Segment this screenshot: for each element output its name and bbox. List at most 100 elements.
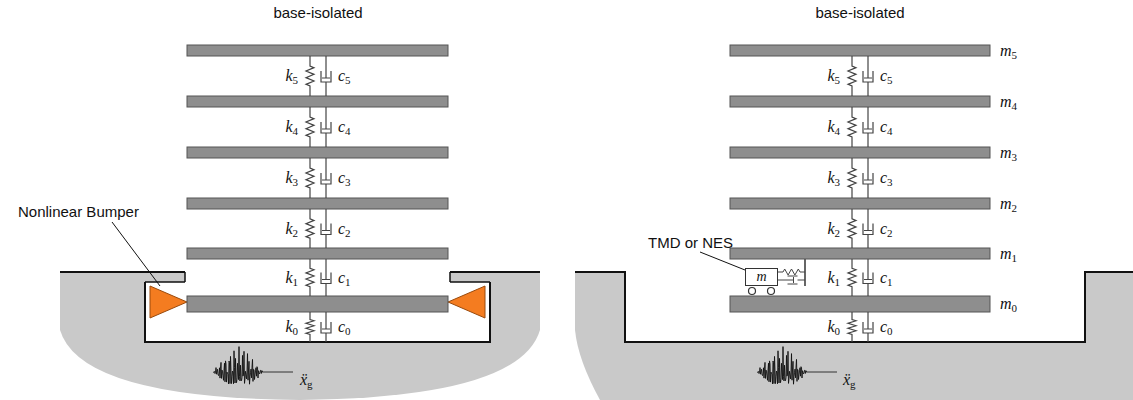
symbol-label: c1 [338,269,351,287]
symbol-subscript: 5 [345,74,351,86]
symbol-letter: c [880,169,887,186]
floor-slab [730,198,990,209]
spring-symbol [848,56,856,96]
symbol-letter: k [827,318,834,335]
damper-symbol [321,56,331,96]
symbol-label: c4 [338,118,351,136]
leader-line [112,222,160,286]
floor-slab [187,296,448,312]
spring-symbol [848,312,856,342]
symbol-label: k4 [285,118,298,136]
symbol-letter: c [880,318,887,335]
symbol-letter: c [880,220,887,237]
symbol-label: c3 [338,169,351,187]
ground-motion-record [757,347,837,385]
symbol-label: c2 [880,220,893,238]
caption-label: base-isolated [815,5,904,22]
tmd-wheel [768,288,775,295]
symbol-subscript: 2 [1012,202,1018,214]
symbol-subscript: 3 [887,176,893,188]
mass-label: m [756,270,766,284]
symbol-subscript: 5 [887,74,893,86]
symbol-subscript: 1 [887,276,893,288]
symbol-label: c0 [880,318,893,336]
damper-symbol [863,209,873,248]
symbol-subscript: 4 [1012,100,1018,112]
floor-slab [730,147,990,158]
damper-symbol [863,158,873,198]
floor-slab [187,45,448,56]
symbol-letter: k [827,269,834,286]
floor-slab [730,96,990,107]
symbol-label: k2 [827,220,840,238]
symbol-letter: k [285,318,292,335]
symbol-letter: c [338,118,345,135]
spring-symbol [306,259,314,296]
symbol-label: c5 [338,67,351,85]
symbol-label: k2 [285,220,298,238]
symbol-subscript: 2 [293,227,299,239]
caption-label: base-isolated [273,5,362,22]
symbol-letter: c [880,269,887,286]
symbol-letter: ẍ [843,371,850,388]
spring-symbol [306,312,314,342]
symbol-letter: m [1000,144,1012,161]
symbol-label: m3 [1000,144,1017,162]
spring-symbol [848,158,856,198]
caption-label: TMD or NES [648,235,733,252]
symbol-label: k0 [285,318,298,336]
symbol-letter: k [285,118,292,135]
symbol-subscript: 4 [293,125,299,137]
nonlinear-bumper [448,286,485,318]
symbol-label: k1 [285,269,298,287]
symbol-label: k3 [827,169,840,187]
symbol-subscript: 1 [835,276,841,288]
symbol-letter: ẍ [300,371,307,388]
symbol-label: m0 [1000,295,1017,313]
symbol-subscript: 3 [1012,151,1018,163]
damper-symbol [863,312,873,342]
symbol-subscript: 3 [345,176,351,188]
symbol-label: k4 [827,118,840,136]
symbol-subscript: 2 [887,227,893,239]
symbol-subscript: 1 [1012,252,1018,264]
symbol-letter: m [1000,245,1012,262]
ground-motion-record [213,347,293,385]
spring-symbol [306,158,314,198]
symbol-letter: c [338,318,345,335]
symbol-letter: c [338,67,345,84]
symbol-letter: m [1000,195,1012,212]
symbol-subscript: 1 [293,276,299,288]
symbol-label: c5 [880,67,893,85]
symbol-subscript: 5 [1012,49,1018,61]
symbol-letter: m [1000,295,1012,312]
symbol-letter: c [880,67,887,84]
symbol-letter: c [338,220,345,237]
symbol-letter: c [338,169,345,186]
symbol-label: c4 [880,118,893,136]
damper-symbol [321,158,331,198]
floor-slab [730,248,990,259]
spring-symbol [306,107,314,147]
symbol-subscript: 0 [293,325,299,337]
symbol-label: k3 [285,169,298,187]
symbol-label: k5 [285,67,298,85]
ground-ledge [145,272,490,282]
symbol-subscript: 5 [293,74,299,86]
pit [145,282,490,342]
symbol-label: m5 [1000,42,1017,60]
symbol-subscript: 0 [887,325,893,337]
tmd-spring [778,269,805,275]
symbol-letter: k [285,269,292,286]
symbol-subscript: 1 [345,276,351,288]
symbol-subscript: 2 [345,227,351,239]
damper-symbol [321,107,331,147]
caption-label: Nonlinear Bumper [18,204,139,221]
symbol-letter: k [827,67,834,84]
tmd-damper [778,276,805,284]
symbol-letter: k [285,169,292,186]
symbol-label: k1 [827,269,840,287]
tmd-wheel [749,288,756,295]
